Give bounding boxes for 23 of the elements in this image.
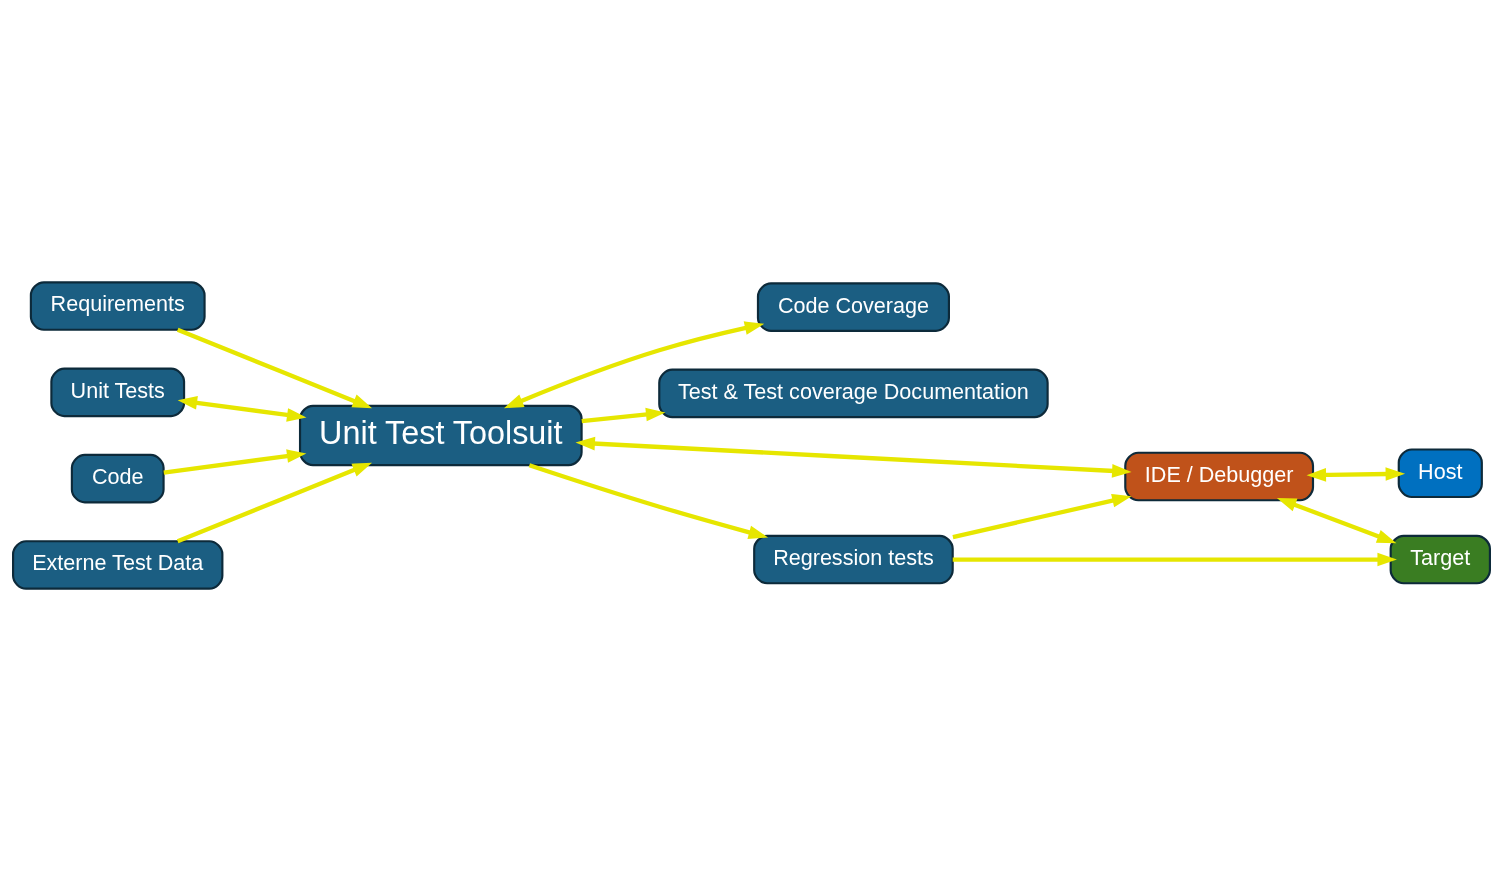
arrow: [528, 462, 769, 539]
arrow: [176, 327, 373, 408]
node-box: Target: [1389, 534, 1491, 584]
node-box: Host: [1397, 447, 1483, 498]
node-box: Code Coverage: [756, 281, 950, 332]
node-box: Code: [70, 453, 165, 503]
node-box: IDE / Debugger: [1124, 451, 1315, 501]
arrow: [952, 493, 1132, 539]
arrow: [1306, 466, 1406, 482]
arrow: [176, 462, 373, 543]
node-box: Unit Test Toolsuit: [298, 404, 583, 466]
arrow: [1276, 497, 1397, 543]
node-box: Regression tests: [753, 534, 954, 584]
arrow: [952, 552, 1397, 566]
node-box: Unit Tests: [50, 367, 186, 417]
arrow: [163, 448, 307, 475]
arrow: [575, 436, 1132, 478]
arrow: [581, 407, 666, 423]
node-box: Externe Test Data: [12, 539, 224, 590]
arrow: [503, 320, 765, 408]
arrow: [177, 395, 307, 422]
node-box: Test & Test coverage Documentation: [658, 368, 1049, 418]
node-box: Requirements: [29, 280, 206, 331]
